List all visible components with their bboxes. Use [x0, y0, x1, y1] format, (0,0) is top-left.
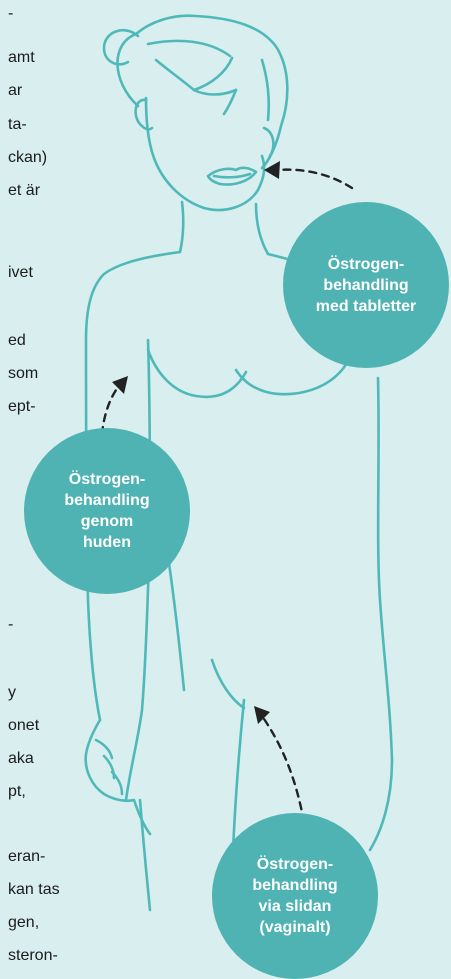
chest-line: [148, 350, 246, 397]
bubble-tablets-label: Östrogen- behandling med tabletter: [316, 254, 416, 317]
hair-strand: [148, 41, 230, 56]
finger: [112, 772, 122, 794]
face-outline: [146, 98, 264, 210]
arrowhead-groin-icon: [254, 706, 270, 724]
bubble-line: via slidan: [252, 896, 337, 917]
bubble-line: Östrogen-: [316, 254, 416, 275]
hair-strand: [262, 60, 269, 120]
mouth-line: [214, 174, 250, 177]
groin-line: [212, 660, 244, 708]
neck-left: [180, 202, 183, 252]
bubble-line: huden: [64, 532, 149, 553]
hair-strand: [194, 58, 232, 90]
bubble-line: behandling: [64, 490, 149, 511]
arrow-to-groin: [262, 716, 304, 822]
bubble-vaginal: Östrogen- behandling via slidan (vaginal…: [212, 813, 378, 979]
bubble-vaginal-label: Östrogen- behandling via slidan (vaginal…: [252, 854, 337, 938]
bubble-tablets: Östrogen- behandling med tabletter: [283, 202, 449, 368]
hair-strand: [156, 60, 194, 90]
hair-strand: [194, 90, 236, 95]
neck-right: [256, 204, 268, 254]
ear: [136, 100, 152, 129]
bubble-line: genom: [64, 511, 149, 532]
finger: [104, 756, 114, 778]
arrow-to-mouth: [276, 170, 352, 188]
arrow-to-arm: [102, 382, 122, 434]
bubble-skin-label: Östrogen- behandling genom huden: [64, 469, 149, 553]
bubble-line: behandling: [252, 875, 337, 896]
bubble-line: Östrogen-: [64, 469, 149, 490]
bubble-line: Östrogen-: [252, 854, 337, 875]
leg-right: [370, 760, 392, 850]
bubble-line: behandling: [316, 275, 416, 296]
torso-right: [378, 378, 392, 760]
bubble-skin: Östrogen- behandling genom huden: [24, 428, 190, 594]
cheek-line: [264, 128, 273, 156]
bubble-line: (vaginalt): [252, 917, 337, 938]
bubble-line: med tabletter: [316, 296, 416, 317]
